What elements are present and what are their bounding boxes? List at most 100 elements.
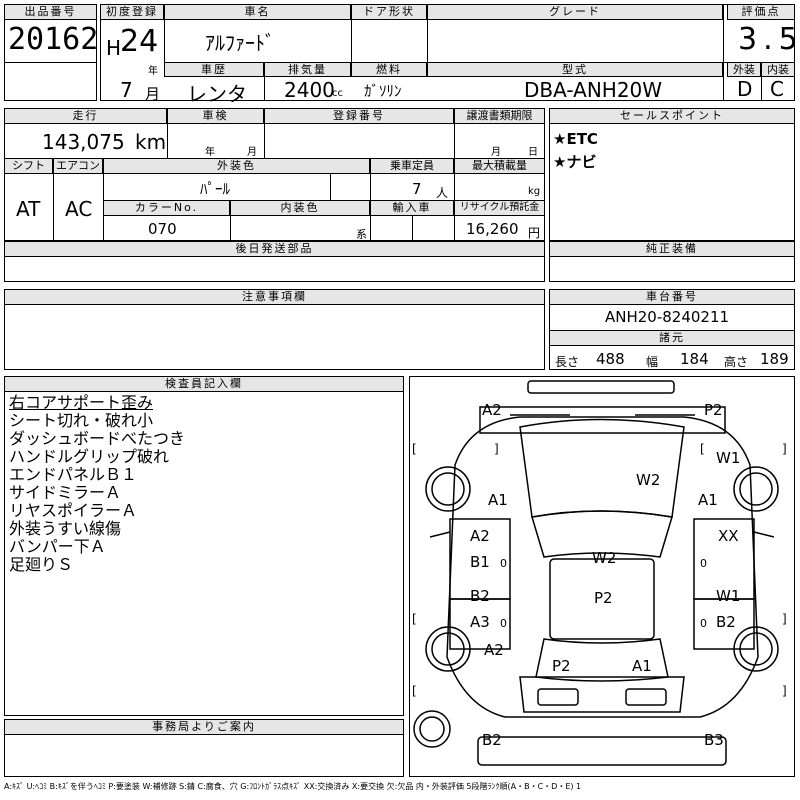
damage-mark: P2: [552, 657, 571, 675]
door-header: ドア形状: [351, 4, 427, 20]
inspection-header: 車検: [167, 108, 264, 124]
rating: 3.5: [738, 22, 800, 57]
bracket-mark: ]: [782, 442, 787, 456]
damage-mark: A2: [470, 527, 490, 545]
remarks-list: 右コアサポート歪み シート切れ・破れ小 ダッシュボードべたつき ハンドルグリップ…: [9, 394, 185, 574]
recycle-fee: 16,260: [466, 220, 519, 238]
fuel: ｶﾞｿﾘﾝ: [364, 82, 402, 100]
height: 189: [760, 350, 789, 368]
capacity: 7: [412, 180, 422, 198]
damage-mark: B2: [482, 731, 502, 749]
lot-no-header: 出品番号: [4, 4, 97, 20]
remark-item: ダッシュボードべたつき: [9, 429, 186, 448]
first-reg-month: 7: [120, 78, 133, 102]
sales-points-block: [549, 108, 795, 241]
capacity-header: 乗車定員: [370, 158, 454, 174]
year-unit: 年: [148, 66, 158, 77]
inspection-month-unit: 月: [247, 147, 257, 158]
car-diagram-svg: [ ] [ ] [ ] [ ] A2 P2 W1 W2 A1 A1 A2 B1 …: [412, 380, 787, 766]
height-label: 高さ: [724, 355, 749, 369]
chassis-no: ANH20-8240211: [605, 308, 730, 326]
inspector-header: 検査員記入欄: [4, 376, 404, 392]
grade-header: グレード: [427, 4, 723, 20]
deadline-header: 譲渡書類期限: [454, 108, 545, 124]
mileage: 143,075: [42, 130, 125, 154]
shift-header: シフト: [4, 158, 53, 174]
deadline-day-unit: 日: [528, 147, 538, 158]
max-load-header: 最大積載量: [454, 158, 545, 174]
damage-mark: P2: [704, 401, 723, 419]
displacement: 2400: [284, 78, 335, 102]
sales-points-header: セールスポイント: [549, 108, 795, 124]
remark-item: エンドパネルＢ１: [9, 465, 138, 484]
damage-mark: 0: [500, 557, 507, 570]
bracket-mark: [: [412, 684, 417, 698]
damage-mark: A2: [482, 401, 502, 419]
car-name: ｱﾙﾌｧｰﾄﾞ: [205, 31, 275, 55]
month-unit: 月: [145, 85, 161, 103]
bracket-mark: [: [412, 612, 417, 626]
damage-mark: W1: [716, 587, 740, 605]
deadline-month-unit: 月: [491, 147, 501, 158]
era: H: [106, 36, 122, 60]
load-unit: kg: [528, 186, 541, 197]
capacity-unit: 人: [436, 186, 449, 200]
damage-mark: A1: [698, 491, 718, 509]
remark-item: シート切れ・破れ小: [9, 411, 154, 430]
interior-header: 内装: [761, 62, 795, 77]
damage-mark: W2: [636, 471, 660, 489]
remark-item: 足廻りＳ: [9, 555, 74, 574]
aircon-header: エアコン: [53, 158, 103, 174]
genuine-header: 純正装備: [549, 241, 795, 257]
int-color-header: 内装色: [230, 200, 370, 216]
history-header: 車歴: [164, 62, 264, 77]
car-name-header: 車名: [164, 4, 351, 20]
damage-mark: A1: [488, 491, 508, 509]
bracket-mark: ]: [494, 442, 499, 456]
remark-item: リヤスポイラーＡ: [9, 501, 138, 520]
damage-mark: A2: [484, 641, 504, 659]
width-label: 幅: [646, 355, 659, 369]
office-header: 事務局よりご案内: [4, 719, 404, 735]
bracket-mark: [: [700, 442, 705, 456]
recycle-header: リサイクル預託金: [454, 200, 545, 216]
length-label: 長さ: [555, 355, 580, 369]
first-reg-header: 初度登録: [100, 4, 164, 20]
aircon: AC: [65, 197, 93, 221]
color-no: 070: [148, 220, 177, 238]
interior-grade: C: [770, 77, 784, 101]
sales-point-1: ★ETC: [553, 130, 598, 148]
damage-mark: A1: [632, 657, 652, 675]
inspection-year-unit: 年: [205, 147, 215, 158]
damage-mark: 0: [700, 557, 707, 570]
displacement-unit: cc: [332, 88, 343, 99]
details-block: [4, 108, 545, 241]
damage-mark: W2: [592, 549, 616, 567]
remark-item: ハンドルグリップ破れ: [9, 447, 170, 466]
notes-header: 注意事項欄: [4, 289, 545, 305]
history: レンタ: [187, 82, 247, 106]
mileage-unit: km: [135, 130, 167, 154]
remark-item: 右コアサポート歪み: [9, 393, 154, 412]
shift: AT: [16, 197, 41, 221]
damage-mark: 0: [700, 617, 707, 630]
damage-mark: XX: [718, 527, 739, 545]
lot-no: 20162: [8, 22, 99, 57]
later-parts-header: 後日発送部品: [4, 241, 545, 257]
damage-mark: W1: [716, 449, 740, 467]
ext-color: ﾊﾟｰﾙ: [200, 180, 231, 198]
recycle-unit: 円: [528, 226, 541, 240]
damage-mark: 0: [500, 617, 507, 630]
chassis-header: 車台番号: [549, 289, 795, 305]
damage-mark: B3: [704, 731, 724, 749]
damage-mark: B2: [716, 613, 736, 631]
length: 488: [596, 350, 625, 368]
width: 184: [680, 350, 709, 368]
reg-no-header: 登録番号: [264, 108, 454, 124]
bracket-mark: ]: [782, 612, 787, 626]
model: DBA-ANH20W: [524, 78, 663, 102]
bracket-mark: [: [412, 442, 417, 456]
color-no-header: カラーNo.: [103, 200, 230, 216]
first-reg-year: 24: [120, 24, 159, 59]
exterior-header: 外装: [727, 62, 761, 77]
